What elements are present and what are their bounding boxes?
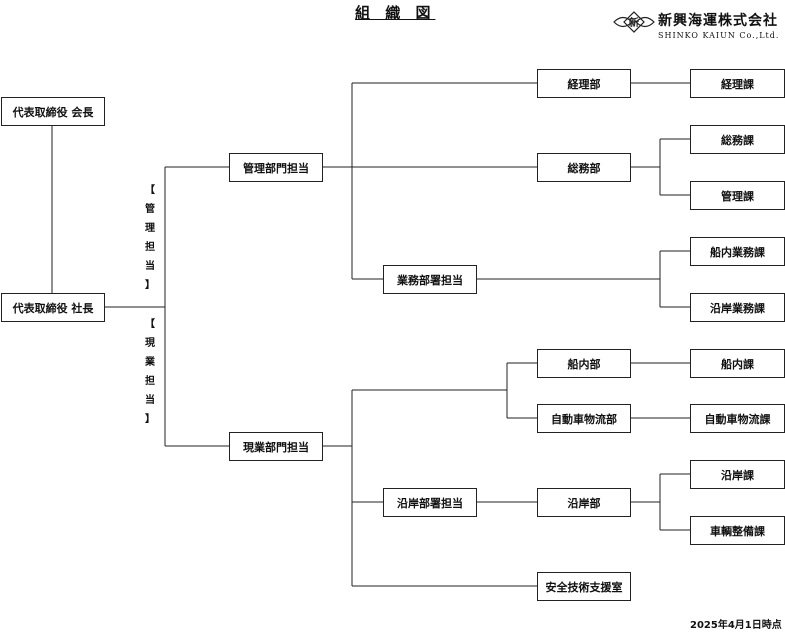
- sharyo-ka-box: 車輌整備課: [690, 516, 785, 545]
- sennai-gyomu-ka-box: 船内業務課: [690, 237, 785, 266]
- president-box: 代表取締役 社長: [1, 293, 105, 322]
- jidosha-bu-box: 自動車物流部: [537, 404, 631, 433]
- as-of-date: 2025年4月1日時点: [690, 620, 782, 631]
- soumu-bu-box: 総務部: [537, 153, 631, 182]
- anzen-box: 安全技術支援室: [537, 572, 631, 601]
- engan-ka-box: 沿岸課: [690, 460, 785, 489]
- company-logo: 新 新興海運株式会社 SHINKO KAIUN Co.,Ltd.: [612, 8, 782, 44]
- soumu-ka-box: 総務課: [690, 125, 785, 154]
- engan-busho-box: 沿岸部署担当: [383, 488, 477, 517]
- engan-gyomu-ka-box: 沿岸業務課: [690, 293, 785, 322]
- svg-text:新: 新: [629, 16, 639, 29]
- gyomu-busho-box: 業務部署担当: [383, 265, 477, 294]
- sennai-ka-box: 船内課: [690, 349, 785, 378]
- kanri-label: 【管理担当】: [145, 185, 155, 291]
- keiri-bu-box: 経理部: [537, 69, 631, 98]
- sennai-bu-box: 船内部: [537, 349, 631, 378]
- keiri-ka-box: 経理課: [690, 69, 785, 98]
- genba-dept-box: 現業部門担当: [229, 432, 323, 461]
- page-title: 組 織 図: [355, 4, 436, 22]
- engan-bu-box: 沿岸部: [537, 488, 631, 517]
- chairman-box: 代表取締役 会長: [1, 97, 105, 126]
- company-name: 新興海運株式会社: [658, 13, 778, 29]
- jidosha-ka-box: 自動車物流課: [690, 404, 785, 433]
- company-name-en: SHINKO KAIUN Co.,Ltd.: [658, 31, 780, 40]
- genba-label: 【現業担当】: [145, 319, 155, 425]
- kanri-dept-box: 管理部門担当: [229, 153, 323, 182]
- kanri-ka-box: 管理課: [690, 181, 785, 210]
- company-emblem-icon: 新: [613, 11, 655, 33]
